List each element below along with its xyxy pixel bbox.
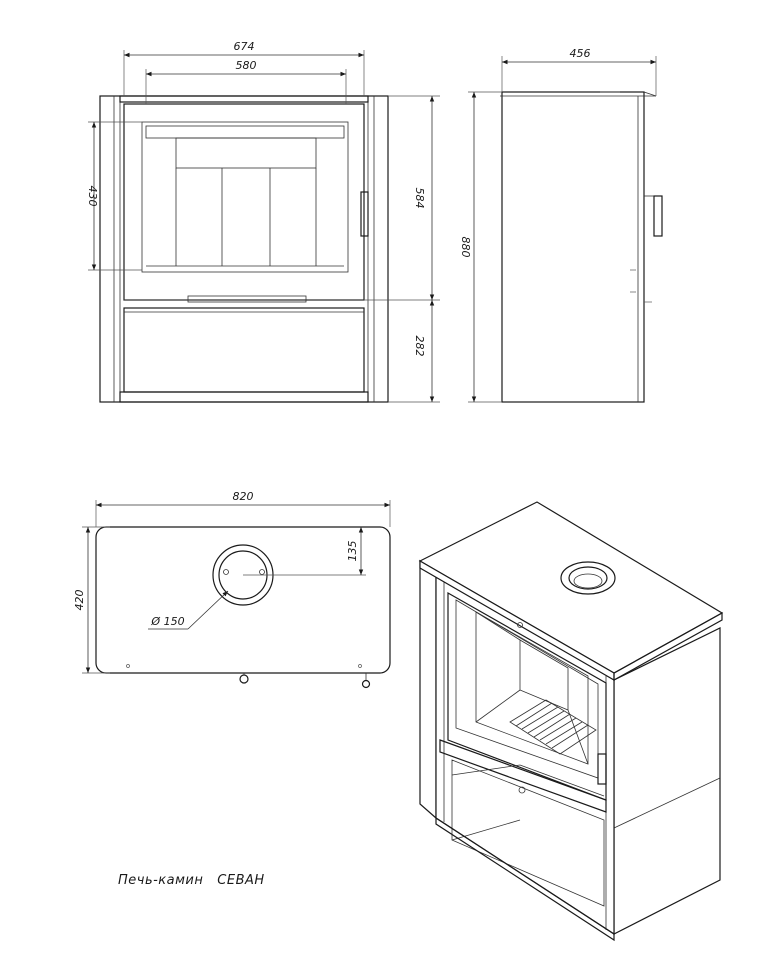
dim-depth: 456 [570,47,591,60]
side-body-outline [501,91,645,403]
dim-top-width: 820 [233,490,254,503]
dim-width-outer: 674 [234,40,255,53]
dim-height-base: 282 [413,336,426,357]
iso-grate [509,699,597,755]
door-frame [123,103,365,301]
isometric-view [418,501,724,942]
top-view: 820 420 135 Ø 150 [73,490,391,689]
dim-height-upper: 584 [413,188,426,209]
side-handle [653,195,663,237]
dim-door-height: 430 [86,186,99,207]
front-view: 674 580 430 584 282 [86,40,440,403]
dim-flue-offset: 135 [346,541,359,562]
dim-width-inner: 580 [236,59,257,72]
front-body-outline [99,95,389,403]
top-plate-outline [95,526,391,674]
log-compartment [123,307,365,393]
caption: Печь-камин СЕВАН [118,873,265,888]
iso-flue-ring [560,561,616,595]
dim-top-depth: 420 [73,590,86,611]
door-handle [360,191,369,237]
dim-flue-diameter: Ø 150 [150,615,184,628]
dim-height-total: 880 [459,237,472,258]
glass-window [141,121,349,273]
side-view: 456 880 [459,47,663,403]
